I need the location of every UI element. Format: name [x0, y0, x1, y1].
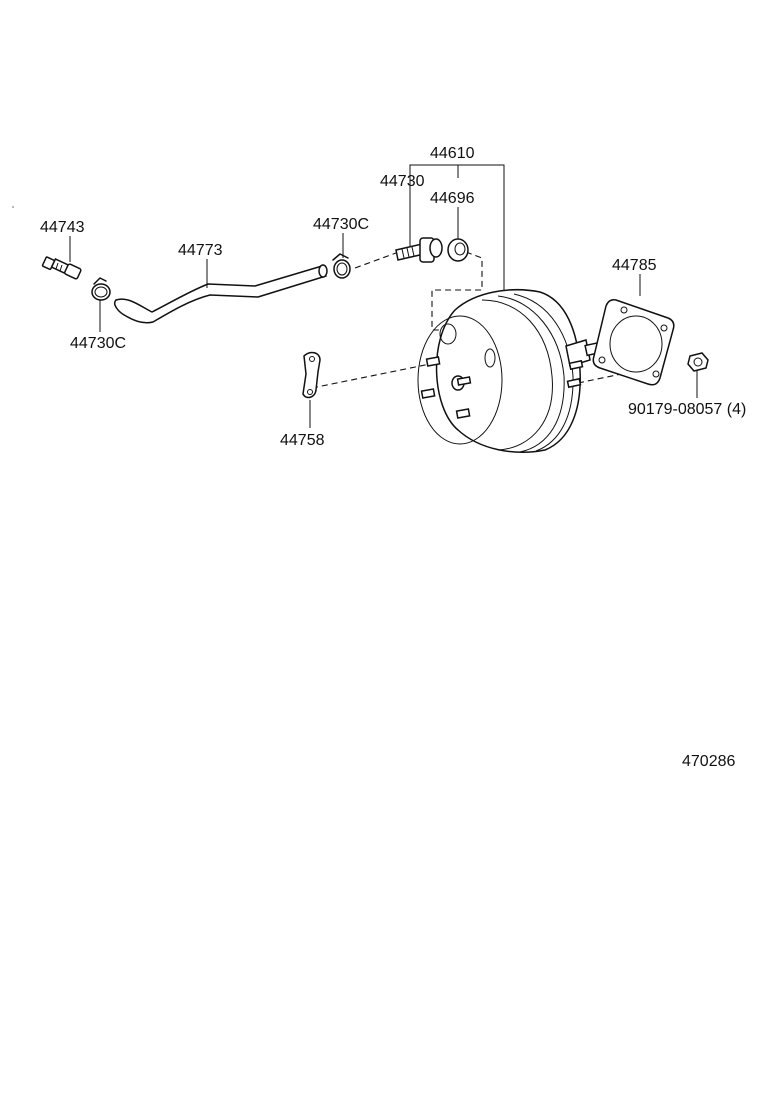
union-44743-icon	[41, 256, 82, 280]
label-44773: 44773	[178, 242, 223, 259]
label-44730: 44730	[380, 173, 425, 190]
hose-clip-44730c-top-icon	[332, 253, 351, 279]
label-44785: 44785	[612, 257, 657, 274]
illustration-number: 470286	[682, 753, 735, 770]
grommet-44696-icon	[447, 238, 469, 262]
label-44610: 44610	[430, 145, 475, 162]
nut-90179-08057-icon	[687, 352, 709, 372]
check-valve-44730-icon	[395, 237, 443, 263]
vacuum-hose-44773-icon	[114, 264, 328, 324]
hose-clip-44730c-left-icon	[91, 277, 111, 301]
label-44730c-bottom: 44730C	[70, 335, 126, 352]
brake-booster-44610-icon	[417, 289, 612, 453]
stray-dot	[12, 206, 14, 208]
label-44743: 44743	[40, 219, 85, 236]
label-90179-08057: 90179-08057 (4)	[628, 401, 746, 418]
gasket-44785-icon	[592, 299, 675, 386]
label-44696: 44696	[430, 190, 475, 207]
label-44758: 44758	[280, 432, 325, 449]
leader-lines	[69, 164, 698, 428]
bracket-44758-icon	[302, 351, 321, 399]
label-44730c-top: 44730C	[313, 216, 369, 233]
